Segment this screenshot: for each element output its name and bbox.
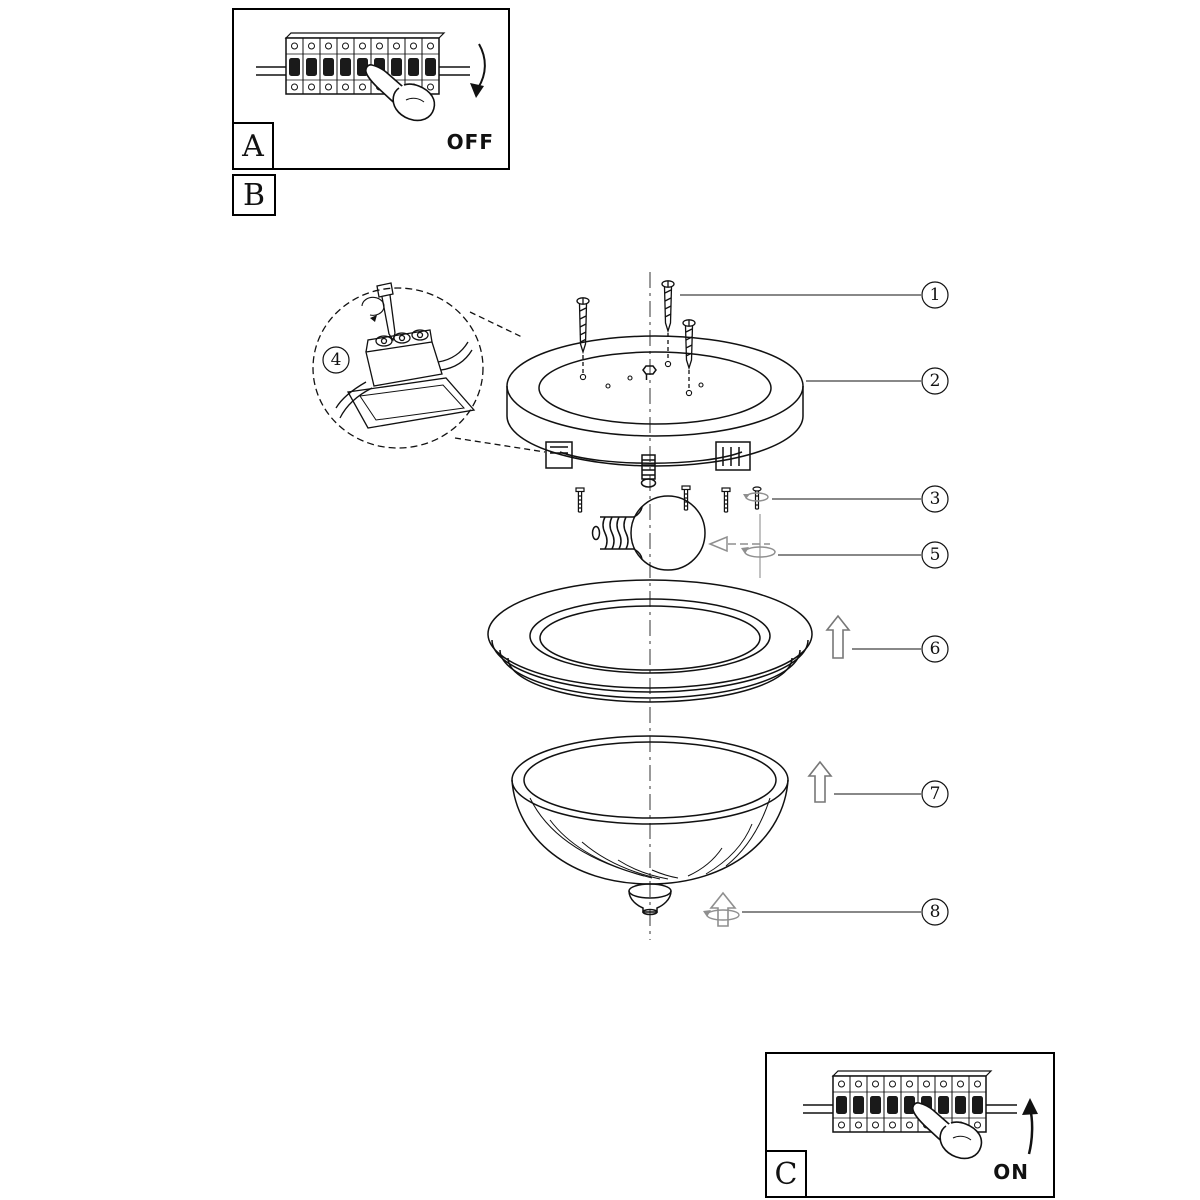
bulb-rotate-icon bbox=[708, 514, 776, 578]
off-arrow-icon bbox=[470, 43, 486, 98]
mount-underside bbox=[545, 441, 751, 488]
callout-5-number: 5 bbox=[930, 545, 941, 565]
callout-8: 8 bbox=[921, 898, 949, 926]
wiring-detail-bubble bbox=[312, 282, 546, 453]
callout-3-number: 3 bbox=[930, 489, 941, 509]
callout-6: 6 bbox=[921, 635, 949, 663]
callouts: 1 2 3 4 5 6 7 8 bbox=[322, 281, 949, 926]
step-c-illustration bbox=[802, 1070, 1038, 1160]
fixing-screws bbox=[575, 485, 769, 513]
step-b-label: B bbox=[242, 177, 266, 213]
callout-1-number: 1 bbox=[930, 285, 941, 305]
step-c-label: C bbox=[767, 1150, 807, 1196]
finial-cap bbox=[628, 883, 672, 916]
power-on-text: ON bbox=[993, 1160, 1029, 1184]
power-off-text: OFF bbox=[446, 130, 494, 154]
step-a-panel: A OFF bbox=[232, 8, 510, 170]
callout-3: 3 bbox=[921, 485, 949, 513]
callout-6-number: 6 bbox=[930, 639, 941, 659]
mounting-screws bbox=[576, 280, 696, 390]
lift-arrow-7-icon bbox=[807, 760, 833, 803]
callout-2: 2 bbox=[921, 367, 949, 395]
step-a-label: A bbox=[234, 122, 274, 168]
ceiling-mount-base bbox=[506, 335, 804, 488]
callout-4: 4 bbox=[322, 346, 350, 374]
callout-7: 7 bbox=[921, 780, 949, 808]
terminal-block bbox=[365, 341, 443, 387]
callout-4-number: 4 bbox=[331, 350, 342, 370]
callout-7-number: 7 bbox=[930, 784, 941, 804]
lift-arrow-6-icon bbox=[825, 614, 851, 659]
screwdriver-icon bbox=[361, 282, 396, 342]
leader-lines bbox=[680, 294, 921, 913]
finial-rotate-icon bbox=[703, 891, 740, 927]
light-bulb bbox=[591, 495, 776, 578]
callout-8-number: 8 bbox=[930, 902, 941, 922]
callout-1: 1 bbox=[921, 281, 949, 309]
wires bbox=[335, 341, 473, 419]
on-arrow-icon bbox=[1022, 1098, 1038, 1155]
step-c-panel: C ON bbox=[765, 1052, 1055, 1198]
callout-5: 5 bbox=[921, 541, 949, 569]
screw-rotate-icon bbox=[743, 486, 769, 510]
trim-ring bbox=[487, 579, 813, 703]
callout-2-number: 2 bbox=[930, 371, 941, 391]
center-nut bbox=[642, 365, 657, 380]
step-b-panel: B bbox=[232, 174, 276, 216]
step-a-illustration bbox=[255, 32, 486, 122]
